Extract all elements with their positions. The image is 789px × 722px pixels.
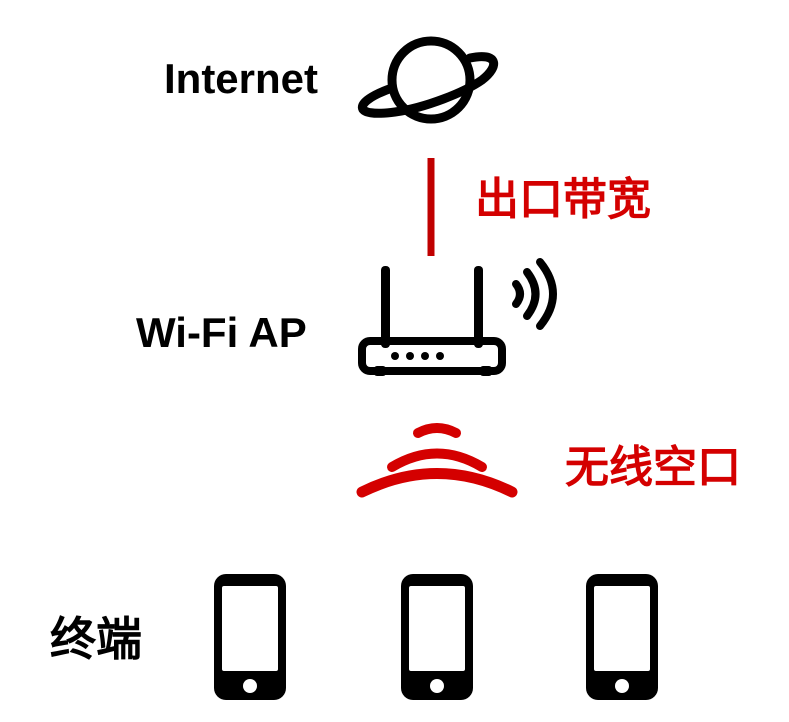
air-interface-label: 无线空口 — [565, 443, 741, 492]
smartphone-icon — [586, 574, 658, 700]
egress-bandwidth-label: 出口带宽 — [475, 175, 651, 224]
wifi-ap-label: Wi-Fi AP — [136, 309, 307, 356]
terminal-label: 终端 — [50, 613, 142, 665]
router-icon — [358, 266, 506, 376]
internet-label: Internet — [164, 55, 319, 102]
smartphone-icon — [214, 574, 286, 700]
wireless-signal-icon — [356, 423, 518, 498]
router-signal-icon — [512, 258, 557, 330]
globe-icon — [358, 36, 499, 124]
smartphone-icon — [401, 574, 473, 700]
